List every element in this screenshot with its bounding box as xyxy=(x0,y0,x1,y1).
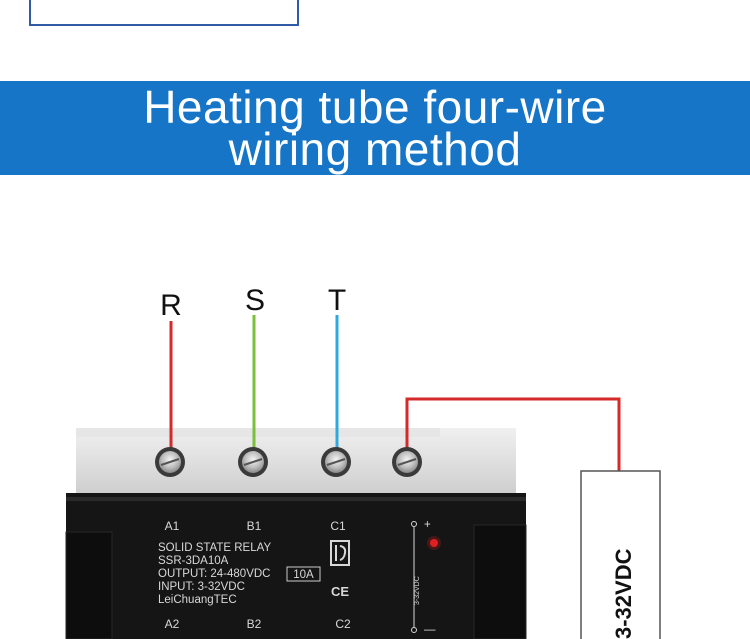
previous-section-frame xyxy=(29,0,299,26)
relay-info-line-2: SSR-3DA10A xyxy=(158,555,229,567)
phase-s-label: S xyxy=(245,284,265,317)
relay-info-line-5: LeiChuangTEC xyxy=(158,594,237,606)
relay-body xyxy=(66,493,526,639)
wiring-diagram: R S T xyxy=(65,284,661,639)
ce-mark: CE xyxy=(331,584,349,599)
minus-sign: — xyxy=(424,624,436,636)
title-line-2: wiring method xyxy=(228,123,522,175)
plus-terminal-dot xyxy=(411,521,417,527)
screw-terminal-c1 xyxy=(321,447,351,477)
relay-info-line-4: INPUT: 3-32VDC xyxy=(158,581,245,593)
title-line-1: Heating tube four-wire xyxy=(143,81,607,133)
status-led-icon xyxy=(430,539,438,547)
phase-t-label: T xyxy=(328,284,346,317)
terminal-c2-label: C2 xyxy=(335,617,351,631)
relay-top-ridge xyxy=(76,428,440,437)
relay-top-housing xyxy=(76,428,516,493)
relay-input-side-label: 3-32VDC xyxy=(414,576,421,605)
relay-info-line-3: OUTPUT: 24-480VDC xyxy=(158,568,270,580)
terminal-b1-label: B1 xyxy=(247,519,262,533)
relay-left-mount xyxy=(65,531,113,639)
leichuang-logo-icon xyxy=(330,540,350,566)
minus-terminal-dot xyxy=(411,627,417,633)
screw-terminal-plus xyxy=(392,447,422,477)
current-rating-box xyxy=(286,566,321,582)
current-rating-label: 10A xyxy=(293,569,314,581)
terminal-b2-label: B2 xyxy=(247,617,262,631)
control-supply-box xyxy=(580,470,661,639)
title-banner: Heating tube four-wire wiring method xyxy=(0,81,750,175)
relay-right-mount xyxy=(473,524,527,639)
terminal-a1-label: A1 xyxy=(165,519,180,533)
terminal-a2-label: A2 xyxy=(165,617,180,631)
control-supply-label: 3-32VDC xyxy=(611,548,636,639)
screw-terminal-b1 xyxy=(238,447,268,477)
plus-sign: + xyxy=(424,519,431,531)
phase-r-label: R xyxy=(160,289,182,322)
control-wire xyxy=(405,397,621,471)
screw-terminal-a1 xyxy=(155,447,185,477)
terminal-c1-label: C1 xyxy=(330,519,346,533)
relay-info-line-1: SOLID STATE RELAY xyxy=(158,542,271,554)
